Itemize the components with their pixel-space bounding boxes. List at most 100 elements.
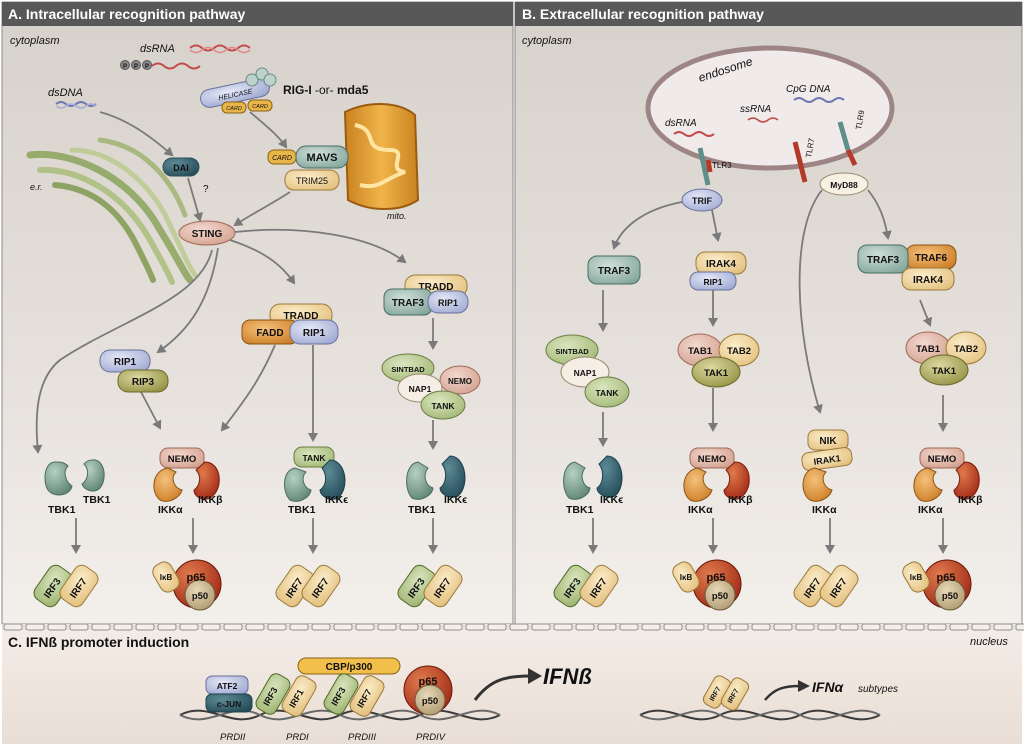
p50-8-label: p50 (942, 591, 958, 602)
ikka-7-label: IKKα (812, 504, 837, 516)
nuclear-pore-segment (443, 623, 463, 631)
tf-irf3-irf7-col4: IRF3 IRF7 (397, 564, 463, 608)
prdii-label: PRDII (220, 732, 246, 743)
panel-c-bg (2, 630, 1022, 744)
tbk1-3-label: TBK1 (288, 504, 316, 516)
panel-a-header-bar (2, 2, 513, 26)
nuclear-pore-segment (751, 623, 771, 631)
ikka-6-label: IKKα (688, 504, 713, 516)
nuclear-pore-segment (773, 623, 793, 631)
kinase-col1: TBK1 TBK1 (44, 459, 111, 516)
promoter-p50-label: p50 (422, 696, 438, 707)
kinase-col8: NEMO IKKα IKKβ (913, 447, 983, 516)
tlr3-receptor (697, 147, 713, 186)
nuclear-pore-segment (3, 623, 23, 631)
tbk1-4-label: TBK1 (408, 504, 436, 516)
nuclear-pores (3, 623, 1024, 631)
nemo-2-label: NEMO (168, 454, 197, 465)
nuclear-pore-segment (135, 623, 155, 631)
panel-b-title: B. Extracellular recognition pathway (522, 6, 764, 22)
ssrna-5ppp (151, 62, 201, 70)
nuclear-pore-segment (927, 623, 947, 631)
dsrna-endo-helix (673, 131, 715, 137)
kinase-col7: NIK IRAK1 IKKα (801, 429, 853, 516)
nuclear-pore-segment (1015, 623, 1024, 631)
tlr9-receptor (837, 121, 858, 167)
tab2-a-node (718, 333, 760, 367)
er-organelle (26, 137, 198, 285)
dsdna-helix-2 (55, 103, 97, 109)
mavs-label: MAVS (307, 152, 338, 164)
panel-c-title: C. IFNß promoter induction (8, 634, 189, 650)
ifna-arrowhead (798, 680, 810, 692)
nuclear-pore-segment (531, 623, 551, 631)
promoter-irf-dimers: IRF3 IRF1 IRF3 IRF7 (255, 673, 385, 717)
nap1-b-label: NAP1 (574, 368, 597, 378)
irak4-b-node (901, 267, 955, 291)
prdiv-label: PRDIV (416, 732, 447, 743)
ppp-group: P P P (120, 60, 152, 70)
rip1-d-node (689, 271, 737, 291)
rip1-b-node (289, 319, 339, 345)
question-mark: ? (203, 184, 209, 195)
nemo-8-label: NEMO (928, 454, 957, 465)
cytoplasm-label-a: cytoplasm (10, 35, 60, 47)
p65-6-label: p65 (707, 572, 726, 584)
nucleus-label: nucleus (970, 636, 1008, 648)
nuclear-pore-segment (993, 623, 1013, 631)
mavs-node (295, 145, 349, 169)
tank-b-label: TANK (596, 388, 620, 398)
rip3-node (117, 369, 169, 393)
nuclear-pore-segment (861, 623, 881, 631)
mitochondrion (343, 103, 420, 210)
ifnb-arrow (473, 674, 531, 701)
kinase-col2: NEMO IKKα IKKβ (153, 447, 223, 516)
nuclear-pore-segment (91, 623, 111, 631)
sintbad-b-label: SINTBAD (555, 347, 589, 356)
tlr7-receptor (792, 141, 808, 183)
nap1-a-label: NAP1 (409, 384, 432, 394)
kinase-col4: TBK1 IKKϵ (406, 455, 467, 516)
traf6-label: TRAF6 (915, 253, 948, 264)
sting-node (178, 220, 236, 246)
nemo-6-label: NEMO (698, 454, 727, 465)
panel-b-header-bar (515, 2, 1022, 26)
trim25-node (284, 169, 340, 191)
nuclear-pore-segment (157, 623, 177, 631)
cjun-label: c-JUN (217, 699, 242, 709)
prdiii-label: PRDIII (348, 732, 376, 743)
nuclear-pore-segment (971, 623, 991, 631)
ikke-5-label: IKKϵ (600, 494, 623, 506)
nuclear-pore-segment (311, 623, 331, 631)
promoter-p50-node (414, 684, 446, 716)
nuclear-pore-segment (25, 623, 45, 631)
ifnb-arrowhead (528, 668, 542, 684)
tf-irf3-irf7-col5: IRF3 IRF7 (553, 564, 619, 608)
trif-label: TRIF (692, 196, 712, 206)
traf3-c-label: TRAF3 (867, 255, 900, 266)
traf3-c-node (857, 244, 909, 274)
nuclear-pore-segment (113, 623, 133, 631)
cjun-node (205, 693, 253, 713)
nuclear-pore-segment (223, 623, 243, 631)
nuclear-pore-segment (421, 623, 441, 631)
rip1-c-node (427, 290, 469, 314)
tradd-a-label: TRADD (284, 311, 319, 322)
rip1-c-label: RIP1 (438, 298, 458, 308)
p50-6-label: p50 (712, 591, 728, 602)
nuclear-pore-segment (245, 623, 265, 631)
dsrna-endo-label: dsRNA (665, 118, 697, 129)
ppp-p3: P (145, 64, 149, 70)
tbk1-1b-label: TBK1 (83, 494, 111, 506)
ssrna-strand (747, 117, 779, 123)
ikka-2-label: IKKα (158, 504, 183, 516)
ifna-label: IFNα (812, 679, 845, 695)
cbp-node (297, 657, 401, 675)
ikke-4-label: IKKϵ (444, 494, 467, 506)
tbk1-5-label: TBK1 (566, 504, 594, 516)
dsrna-helix-2 (189, 46, 251, 54)
cpg-label: CpG DNA (786, 84, 831, 95)
ikkb-8-label: IKKβ (958, 494, 983, 506)
